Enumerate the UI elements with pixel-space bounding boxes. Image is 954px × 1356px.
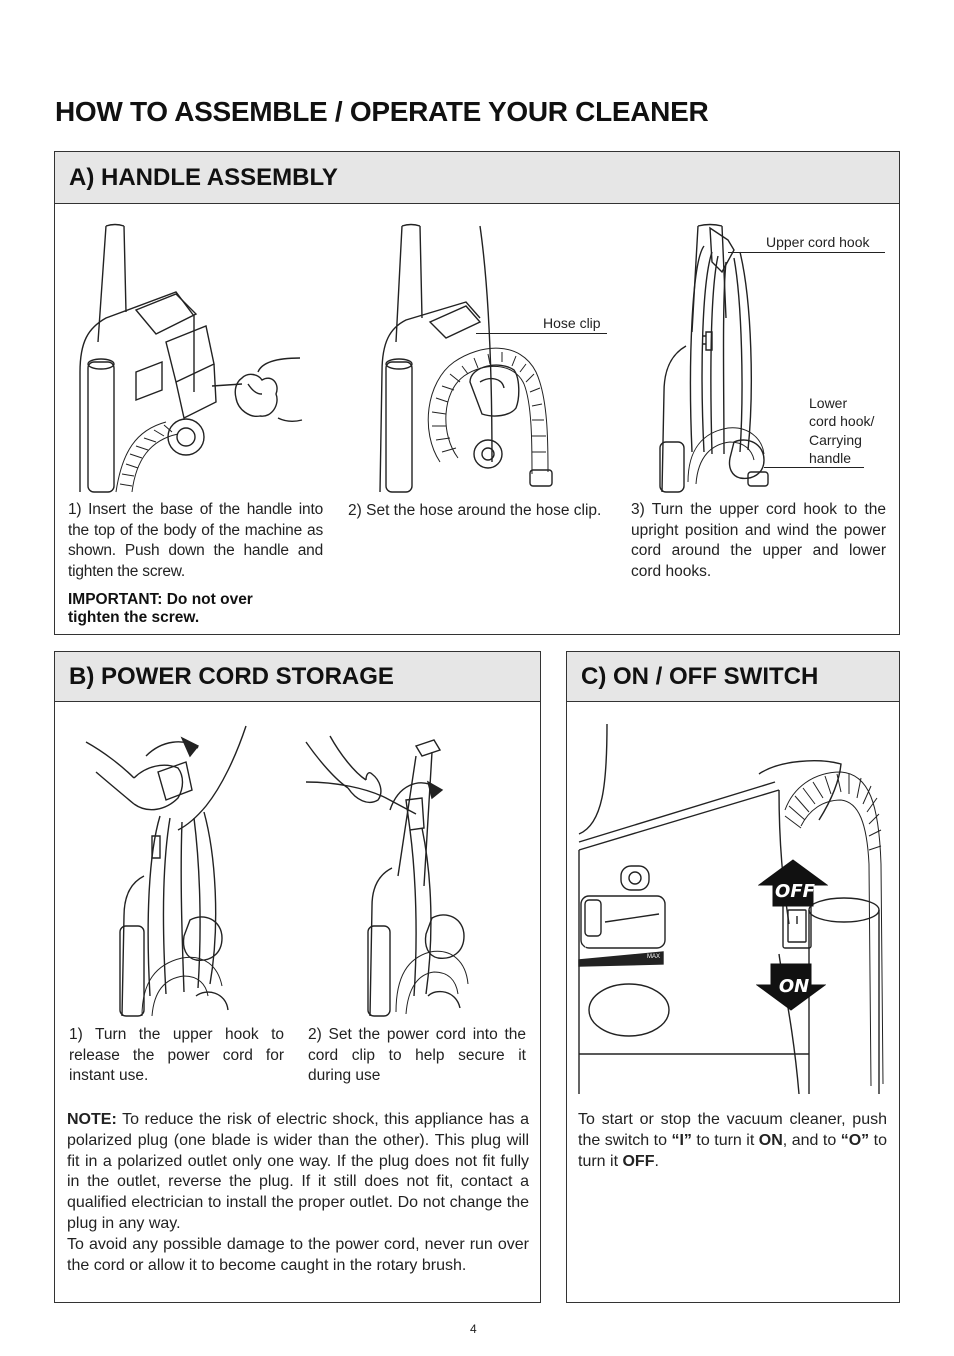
switch-text-2: to turn it	[691, 1131, 759, 1149]
handle-step-2: 2) Set the hose around the hose clip.	[348, 501, 605, 522]
on-off-switch-heading: C) ON / OFF SWITCH	[567, 652, 899, 702]
page-title: HOW TO ASSEMBLE / OPERATE YOUR CLEANER	[55, 96, 709, 127]
lower-cord-hook-callout: Lower cord hook/ Carrying handle	[809, 394, 874, 467]
cord-hooks-illustration	[659, 223, 769, 493]
hose-clip-leader-line	[476, 333, 607, 334]
handle-step-1-number: 1)	[68, 501, 82, 518]
important-warning: IMPORTANT: Do not over tighten the screw…	[68, 591, 253, 626]
handle-step-2-text: Set the hose around the hose clip.	[366, 502, 602, 519]
on-arrow-badge: ON	[756, 963, 826, 1011]
cord-step-1: 1) Turn the upper hook to release the po…	[69, 1025, 284, 1087]
switch-text-1: To start or stop the vacuum cleaner, pus…	[578, 1111, 887, 1149]
handle-assembly-panel: A) HANDLE ASSEMBLY	[54, 151, 900, 635]
switch-text-4: to turn it	[578, 1131, 887, 1170]
cord-clip-illustration	[305, 735, 469, 1017]
note-label: NOTE:	[67, 1111, 117, 1128]
switch-instructions: To start or stop the vacuum cleaner, pus…	[578, 1110, 887, 1172]
hose-clip-callout: Hose clip	[543, 315, 601, 331]
upper-cord-hook-leader-line	[728, 252, 885, 253]
handle-insert-illustration	[79, 223, 303, 493]
handle-step-3-text: Turn the upper cord hook to the upright …	[631, 501, 887, 580]
cord-step-1-text: Turn the upper hook to release the power…	[69, 1026, 285, 1084]
cord-step-2: 2) Set the power cord into the cord clip…	[308, 1025, 526, 1087]
handle-step-3: 3) Turn the upper cord hook to the uprig…	[631, 500, 886, 582]
dial-min-label: IN	[580, 946, 586, 952]
off-label: OFF	[775, 881, 816, 902]
switch-illustration	[578, 723, 884, 1095]
lower-cord-hook-callout-line-1: Lower	[809, 395, 848, 411]
lower-cord-hook-leader-line	[764, 467, 864, 468]
note-text: To reduce the risk of electric shock, th…	[67, 1111, 529, 1232]
lower-cord-hook-callout-line-3: Carrying	[809, 431, 862, 448]
on-label: ON	[779, 976, 809, 997]
handle-step-3-number: 3)	[631, 501, 645, 518]
lower-cord-hook-callout-line-4: handle	[809, 449, 852, 466]
release-hook-illustration	[85, 725, 247, 1017]
power-cord-storage-panel: B) POWER CORD STORAGE	[54, 651, 541, 1303]
switch-on-symbol: “I”	[671, 1131, 692, 1149]
off-arrow-badge: OFF	[758, 859, 828, 907]
on-off-switch-panel: C) ON / OFF SWITCH	[566, 651, 900, 1303]
handle-step-1-text: Insert the base of the handle into the t…	[68, 501, 323, 580]
hose-clip-illustration	[379, 223, 553, 493]
page-number: 4	[470, 1322, 477, 1336]
dial-max-label: MAX	[647, 954, 661, 960]
safety-note: NOTE: To reduce the risk of electric sho…	[67, 1110, 529, 1276]
switch-text-3: , and to	[782, 1131, 841, 1149]
cord-step-2-number: 2)	[308, 1026, 322, 1043]
switch-text-5: .	[654, 1152, 659, 1170]
handle-step-2-number: 2)	[348, 502, 362, 519]
switch-on-word: ON	[758, 1131, 783, 1149]
note-text-2: To avoid any possible damage to the powe…	[67, 1235, 529, 1274]
handle-assembly-heading: A) HANDLE ASSEMBLY	[55, 152, 899, 204]
switch-off-symbol: “O”	[840, 1131, 870, 1149]
switch-off-word: OFF	[622, 1152, 655, 1170]
lower-cord-hook-callout-line-2: cord hook/	[809, 413, 875, 430]
cord-step-2-text: Set the power cord into the cord clip to…	[308, 1026, 526, 1084]
cord-step-1-number: 1)	[69, 1026, 83, 1043]
power-cord-storage-heading: B) POWER CORD STORAGE	[55, 652, 540, 702]
upper-cord-hook-callout: Upper cord hook	[766, 234, 870, 250]
handle-step-1: 1) Insert the base of the handle into th…	[68, 500, 323, 582]
